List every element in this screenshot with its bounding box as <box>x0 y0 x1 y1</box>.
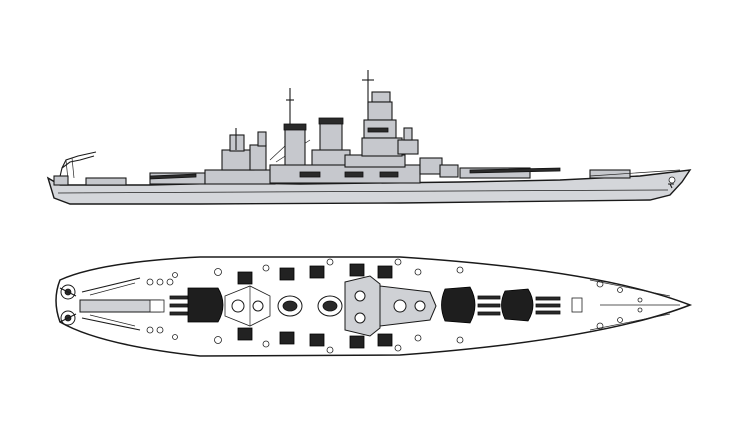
aft-main-turret <box>169 287 224 323</box>
aft-funnel <box>283 123 307 169</box>
forward-main-turret-2 <box>441 286 501 324</box>
aft-superstructure-plan <box>224 285 271 327</box>
bow-anchor <box>668 176 676 189</box>
forward-funnel <box>311 117 351 173</box>
forward-superstructure-plan <box>344 275 437 337</box>
profile-view <box>46 70 692 205</box>
bow-fittings <box>571 279 680 331</box>
forward-tower <box>361 70 419 157</box>
stern-crane <box>53 151 97 186</box>
secondary-mounts-port <box>237 263 393 285</box>
aft-deck-fittings <box>146 272 178 340</box>
forward-main-turret-1 <box>501 288 561 322</box>
funnels-plan <box>277 295 343 317</box>
midship-superstructure <box>269 154 421 184</box>
stern-fittings <box>59 277 161 331</box>
aa-positions <box>214 258 464 354</box>
plan-view <box>55 256 693 357</box>
aft-superstructure <box>204 128 276 185</box>
secondary-mounts-starboard <box>237 327 393 349</box>
